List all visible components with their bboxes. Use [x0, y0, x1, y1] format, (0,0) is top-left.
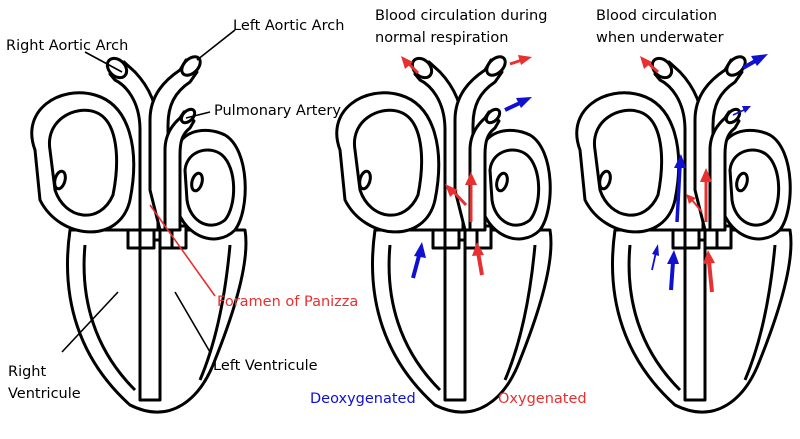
arrows-normal	[401, 55, 532, 279]
legend-deoxygenated: Deoxygenated	[310, 391, 416, 407]
label-left-aortic-arch: Left Aortic Arch	[233, 18, 344, 34]
label-right-ventricle-line2: Ventricule	[8, 386, 81, 402]
heart-panel-normal	[335, 51, 553, 414]
label-pulmonary-artery: Pulmonary Artery	[214, 103, 341, 119]
arrows-underwater	[640, 54, 768, 293]
label-foramen-of-panizza: Foramen of Panizza	[217, 294, 358, 310]
title-normal-line2: normal respiration	[375, 30, 508, 46]
leader-pulmonary-artery	[185, 111, 211, 119]
label-right-aortic-arch: Right Aortic Arch	[6, 38, 128, 54]
label-left-ventricle: Left Ventricule	[213, 358, 318, 374]
leader-left-aortic-arch	[196, 29, 236, 61]
leader-foramen	[149, 204, 216, 297]
leader-right-aortic-arch	[84, 51, 123, 73]
leader-left-ventricle	[174, 291, 211, 353]
title-underwater-line1: Blood circulation	[596, 8, 717, 24]
leader-right-ventricle	[61, 291, 119, 353]
title-normal-line1: Blood circulation during	[375, 8, 547, 24]
label-right-ventricle-line1: Right	[8, 364, 46, 380]
legend-oxygenated: Oxygenated	[498, 391, 587, 407]
heart-panel-underwater	[575, 51, 793, 414]
title-underwater-line2: when underwater	[596, 30, 724, 46]
